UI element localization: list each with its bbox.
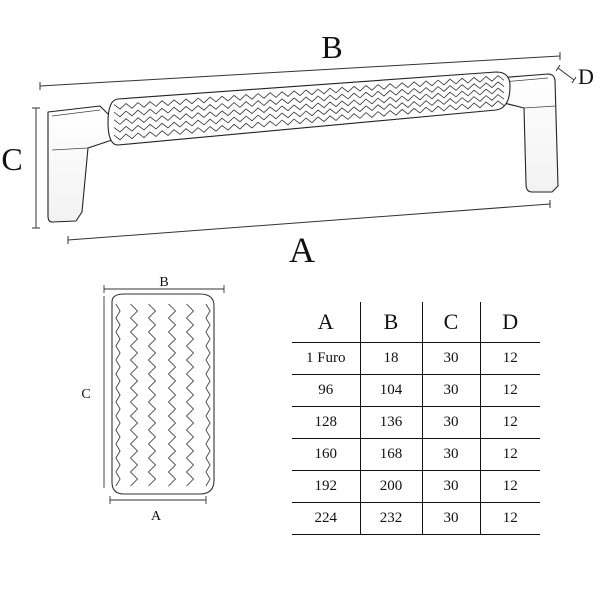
table-cell-c: 30 (421, 438, 480, 471)
cross-section-body (111, 293, 215, 495)
handle-left-leg-edge (51, 109, 101, 151)
section-zigzag-line (115, 303, 121, 487)
table-cell-d: 12 (479, 438, 540, 471)
table-cell-d: 12 (479, 406, 540, 439)
cross-section-dimensions (103, 285, 225, 504)
column-header-c: C (421, 302, 480, 343)
table-row: 1 Furo 18 30 12 (292, 342, 540, 375)
grip-zigzag-line (113, 81, 505, 118)
table-cell-d: 12 (479, 502, 540, 535)
dimension-line-d (557, 67, 575, 81)
section-label-a: A (151, 509, 162, 524)
table-cell-b: 168 (359, 438, 422, 471)
column-header-d: D (479, 302, 540, 343)
section-zigzag-line (185, 303, 195, 487)
table-cell-c: 30 (421, 502, 480, 535)
table-cell-a: 224 (292, 502, 360, 535)
dimension-line-a (67, 203, 551, 241)
grip-zigzag-line (113, 94, 505, 133)
section-label-b: B (159, 275, 168, 290)
dimension-line-b (39, 55, 561, 87)
dimension-tick-d-a (555, 64, 561, 72)
grip-zigzag-line (113, 100, 505, 141)
table-row: 224 232 30 12 (292, 502, 540, 535)
grip-cross-section-view (111, 293, 215, 495)
table-cell-c: 30 (421, 470, 480, 503)
table-cell-c: 30 (421, 406, 480, 439)
section-zigzag-line (205, 303, 211, 487)
label-a-top: A (289, 230, 315, 270)
column-header-a: A (292, 302, 360, 343)
label-d-top: D (578, 64, 594, 89)
handle-left-leg (47, 105, 113, 223)
table-cell-b: 104 (359, 374, 422, 407)
section-zigzag-line (129, 303, 139, 487)
table-cell-b: 200 (359, 470, 422, 503)
dimension-tick-d-b (571, 76, 577, 84)
table-row: 160 168 30 12 (292, 438, 540, 471)
grip-zigzag-line (113, 75, 505, 110)
table-cell-d: 12 (479, 374, 540, 407)
table-row: 192 200 30 12 (292, 470, 540, 503)
table-cell-d: 12 (479, 470, 540, 503)
table-cell-a: 96 (292, 374, 360, 407)
table-cell-a: 160 (292, 438, 360, 471)
table-cell-a: 192 (292, 470, 360, 503)
table-row: 96 104 30 12 (292, 374, 540, 407)
label-b-top: B (321, 29, 342, 65)
table-cell-a: 1 Furo (292, 342, 360, 375)
table-header-row: A B C D (292, 302, 540, 343)
dimensions-table: A B C D 1 Furo 18 30 12 96 104 30 12 128… (292, 302, 540, 535)
table-cell-b: 232 (359, 502, 422, 535)
section-zigzag-line (167, 303, 177, 487)
top-view-dimensions (32, 52, 577, 244)
handle-grip-bar (107, 71, 511, 146)
table-cell-b: 136 (359, 406, 422, 439)
column-header-b: B (359, 302, 422, 343)
cross-section-texture (115, 303, 211, 487)
table-cell-c: 30 (421, 342, 480, 375)
handle-right-leg (497, 73, 559, 193)
table-cell-a: 128 (292, 406, 360, 439)
section-label-c: C (81, 387, 90, 402)
label-c-top: C (1, 141, 22, 177)
section-zigzag-line (147, 303, 157, 487)
table-cell-d: 12 (479, 342, 540, 375)
table-row: 128 136 30 12 (292, 406, 540, 439)
grip-texture (113, 75, 505, 141)
table-cell-c: 30 (421, 374, 480, 407)
table-cell-b: 18 (359, 342, 422, 375)
handle-perspective-view (47, 71, 559, 223)
grip-zigzag-line (113, 87, 505, 125)
